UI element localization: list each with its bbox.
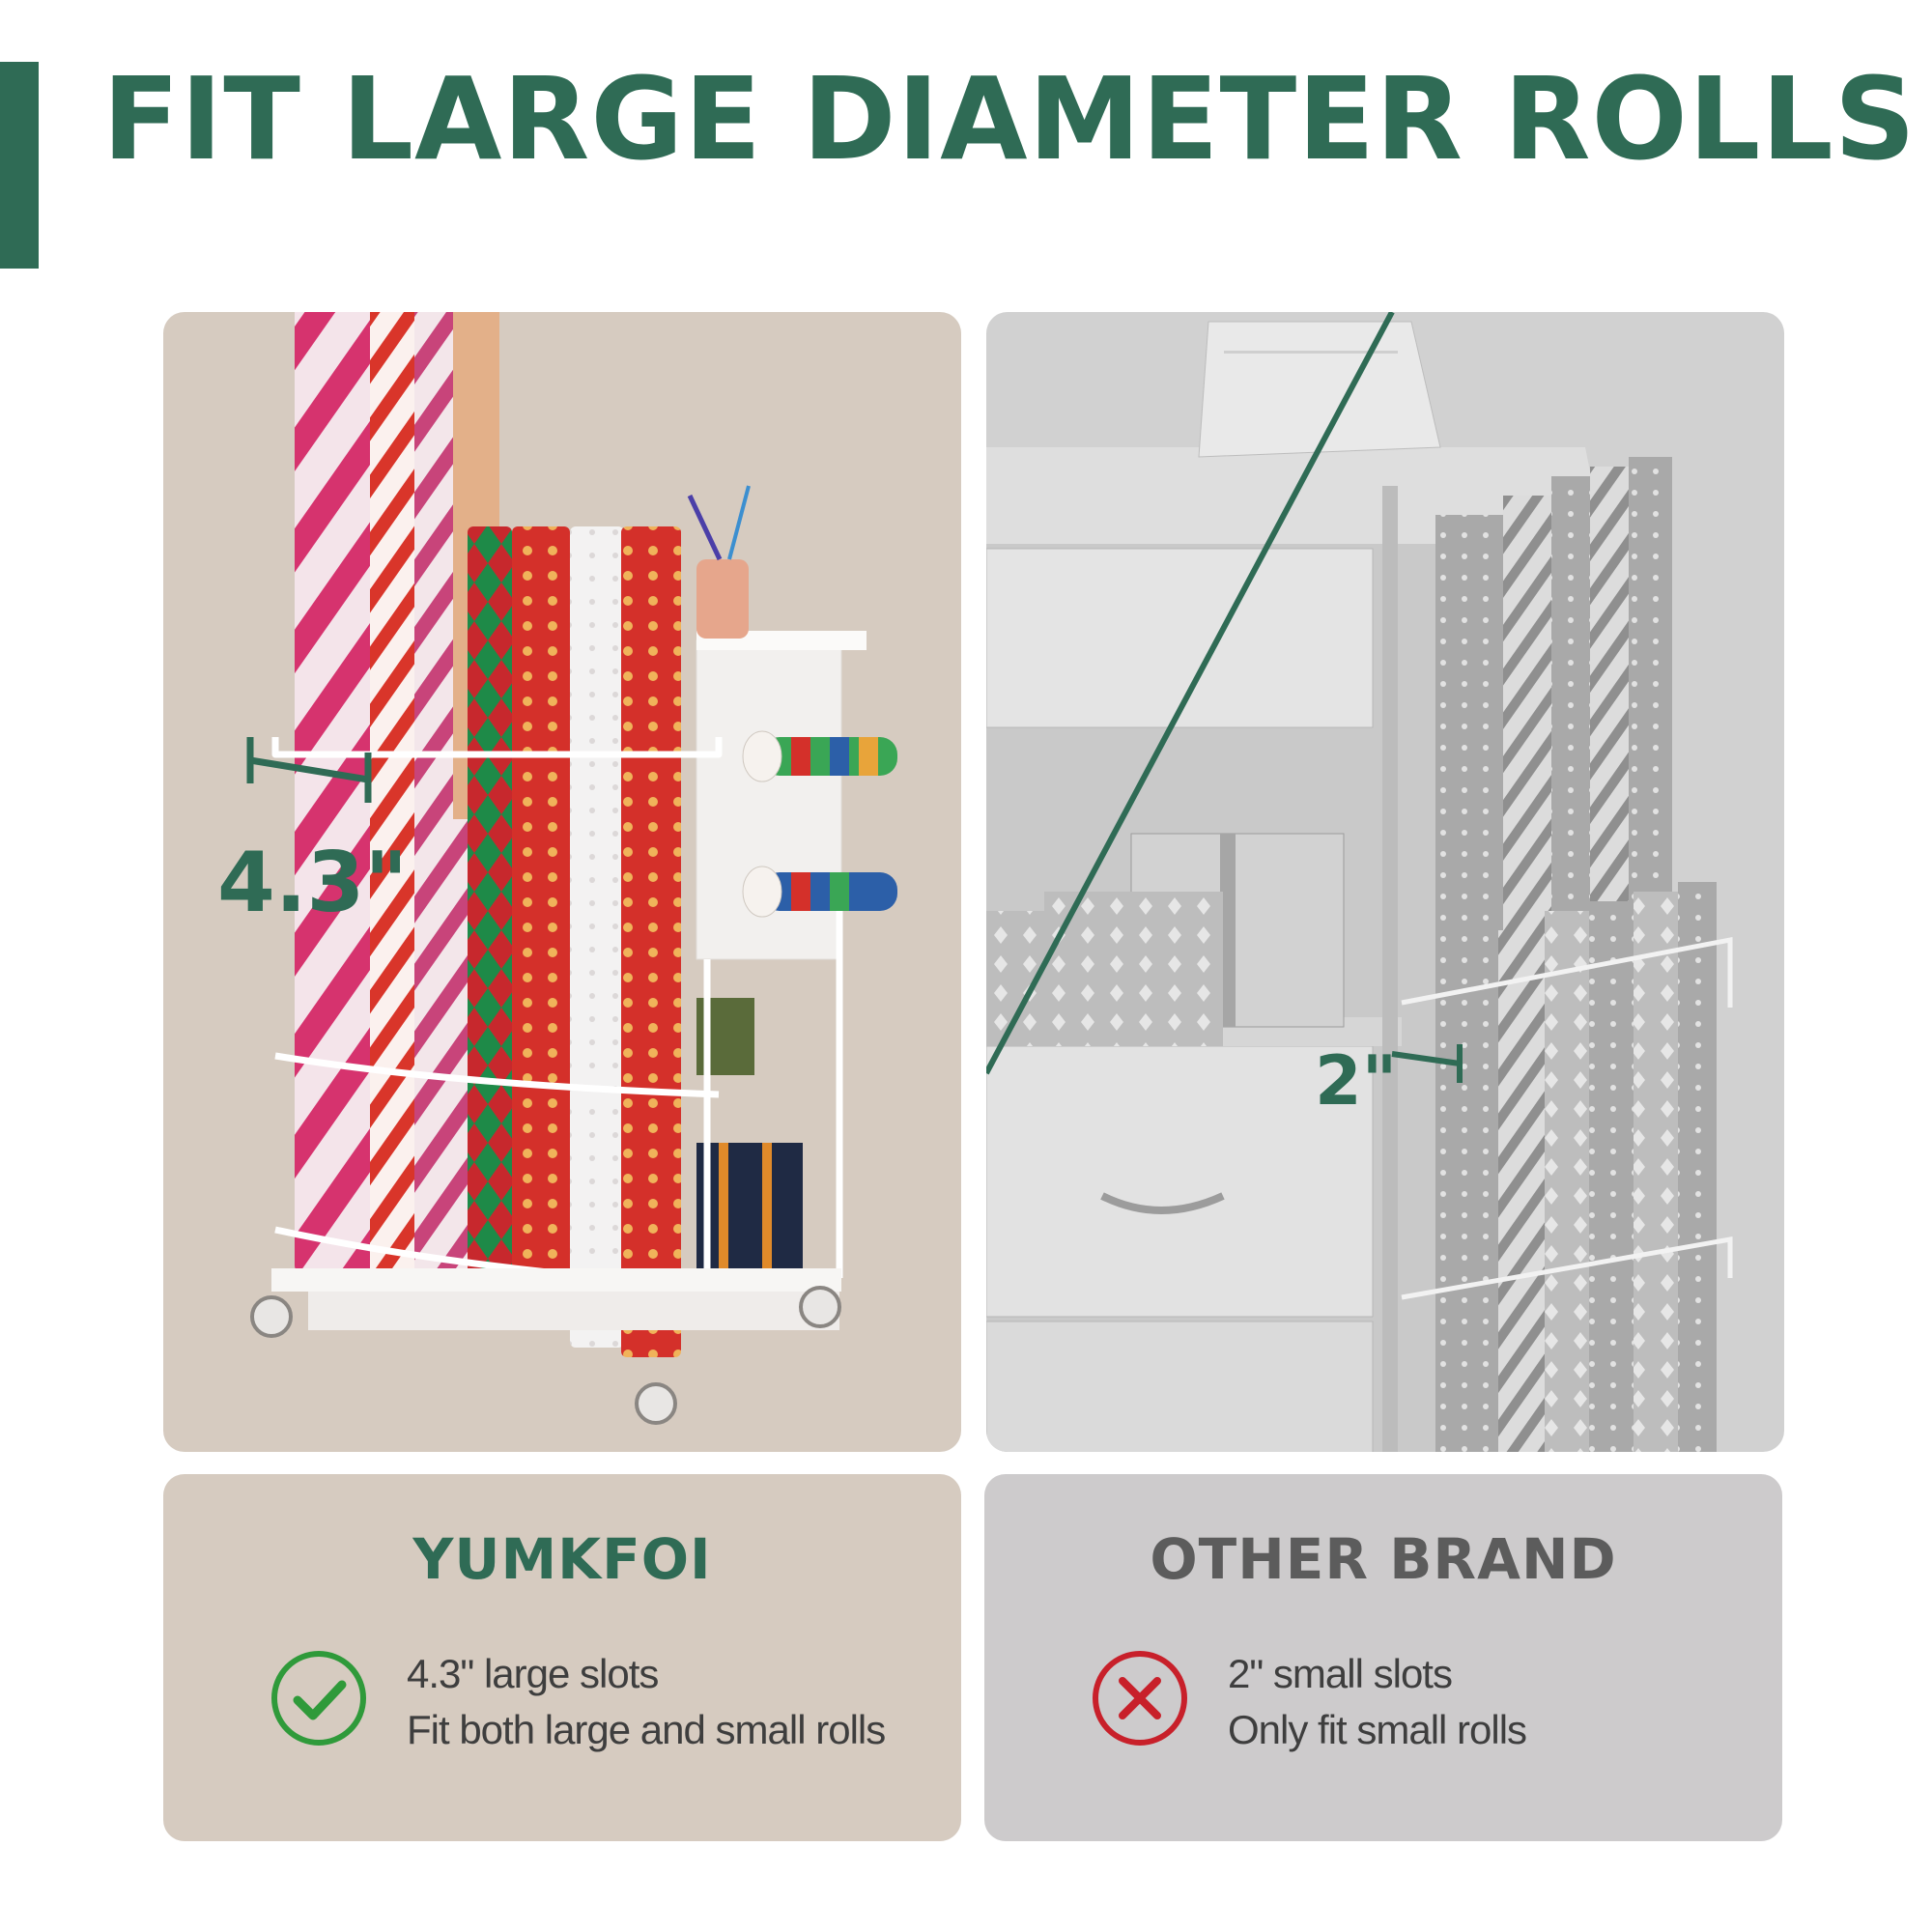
feature-line: Fit both large and small rolls [407,1707,886,1752]
feature-line: 4.3" large slots [407,1651,659,1696]
product-photo-yumkfoi: 4.3" [163,312,961,1452]
feature-line: 2" small slots [1228,1651,1453,1696]
feature-lines: 4.3" large slots Fit both large and smal… [407,1646,886,1758]
dimension-label: 2" [1315,1041,1397,1121]
comparison-card-other-brand: OTHER BRAND 2" small slots Only fit smal… [984,1474,1782,1841]
feature-line: Only fit small rolls [1228,1707,1527,1752]
brand-title: YUMKFOI [412,1526,712,1592]
x-circle-icon [1093,1651,1187,1746]
check-circle-icon [271,1651,366,1746]
dimension-marker [246,737,372,803]
brand-title: OTHER BRAND [1150,1526,1617,1592]
dimension-label: 4.3" [217,835,408,931]
comparison-card-yumkfoi: YUMKFOI 4.3" large slots Fit both large … [163,1474,961,1841]
dimension-marker [986,312,1463,1083]
product-photo-other-brand: 2" [986,312,1784,1452]
feature-lines: 2" small slots Only fit small rolls [1228,1646,1527,1758]
accent-bar [0,62,39,269]
page-title: FIT LARGE DIAMETER ROLLS [102,52,1917,185]
